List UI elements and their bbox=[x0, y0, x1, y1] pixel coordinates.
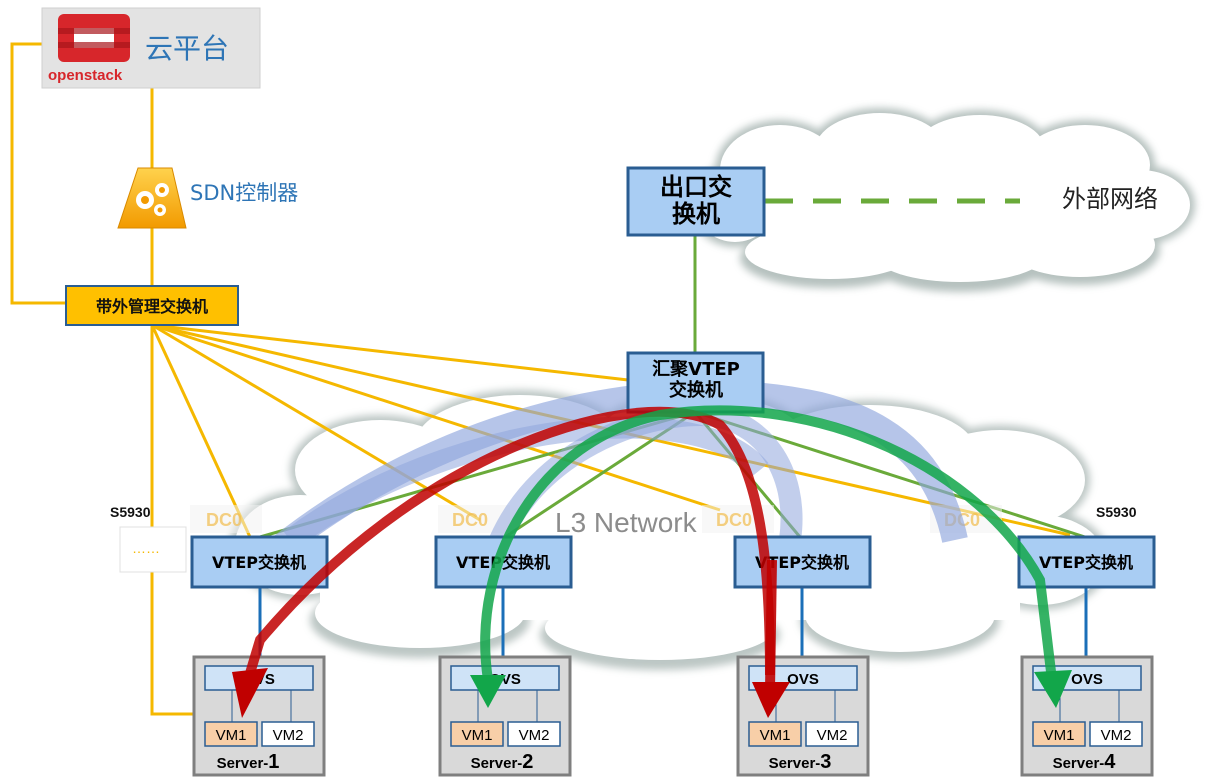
server-name: Server-4 bbox=[1053, 751, 1117, 773]
aggregation-switch-label-line1: 汇聚VTEP bbox=[652, 359, 740, 380]
vm1-box bbox=[450, 721, 504, 747]
vm1-box bbox=[204, 721, 258, 747]
oob-management-switch: 带外管理交换机 bbox=[65, 285, 239, 326]
mgmt-link-oob-vtep1 bbox=[150, 324, 252, 538]
vtep-switch-label: VTEP交换机 bbox=[212, 553, 306, 572]
green-arrowhead-server2 bbox=[470, 675, 506, 708]
server-name: Server-1 bbox=[217, 751, 280, 773]
vm1-label: VM1 bbox=[216, 727, 247, 744]
red-arrowhead-server1 bbox=[232, 668, 268, 718]
ovs-label: OVS bbox=[1071, 671, 1103, 688]
server-name: Server-3 bbox=[769, 751, 832, 773]
mgmt-link-oob-dc3 bbox=[151, 323, 721, 512]
vm2-box bbox=[805, 721, 859, 747]
vm2-label: VM2 bbox=[1101, 727, 1132, 744]
vm2-label: VM2 bbox=[273, 727, 304, 744]
ovs-bar bbox=[450, 665, 560, 691]
vm2-label: VM2 bbox=[519, 727, 550, 744]
vm1-label: VM1 bbox=[760, 727, 791, 744]
cloud-platform: openstack 云平台 bbox=[41, 7, 261, 89]
mgmt-link-oob-agg bbox=[151, 323, 629, 382]
vtep-switch-label: VTEP交换机 bbox=[1039, 553, 1133, 572]
gear-icon bbox=[117, 167, 187, 229]
green-arrowhead-server4 bbox=[1034, 670, 1072, 708]
openstack-logo-icon bbox=[58, 14, 130, 62]
mgmt-link-oob-server1 bbox=[150, 324, 194, 716]
sdn-controller-label: SDN控制器 bbox=[190, 181, 298, 205]
external-network-label: 外部网络 bbox=[1062, 185, 1158, 213]
vm1-box bbox=[748, 721, 802, 747]
vm2-box bbox=[507, 721, 561, 747]
egress-switch-label-line1: 出口交 bbox=[660, 173, 732, 201]
red-arrow-path-2 bbox=[765, 559, 777, 691]
server-3: OVS VM1 VM2 Server-3 bbox=[736, 655, 870, 777]
aggregation-switch-label-line2: 交换机 bbox=[669, 379, 723, 401]
vm2-box bbox=[1089, 721, 1143, 747]
sdn-controller: SDN控制器 bbox=[117, 167, 298, 229]
vm2-box bbox=[261, 721, 315, 747]
vtep-switch-1: VTEP交换机 bbox=[190, 535, 329, 589]
openstack-brand-text: openstack bbox=[48, 67, 123, 84]
red-arrowhead-server3 bbox=[752, 682, 790, 718]
vtep-switch-3: VTEP交换机 bbox=[733, 535, 872, 589]
vm1-label: VM1 bbox=[1044, 727, 1075, 744]
traffic-arrows bbox=[243, 405, 1057, 691]
server-2: OVS VM1 VM2 Server-2 bbox=[438, 655, 572, 777]
green-arrow-path bbox=[480, 405, 1057, 681]
dc-labels: DC0 DC0 DC0 DC0 bbox=[190, 505, 1002, 533]
model-label-left: S5930 bbox=[110, 504, 151, 520]
aggregation-vtep-switch: 汇聚VTEP 交换机 bbox=[626, 351, 765, 414]
egress-switch-label-line2: 换机 bbox=[672, 200, 720, 228]
dc-label-3: DC0 bbox=[716, 510, 752, 530]
dc-label-2: DC0 bbox=[452, 510, 488, 530]
vm2-label: VM2 bbox=[817, 727, 848, 744]
dc-label-1: DC0 bbox=[206, 510, 242, 530]
oob-switch-label: 带外管理交换机 bbox=[96, 297, 208, 316]
server-name: Server-2 bbox=[471, 751, 534, 773]
mgmt-link-cloud-oob bbox=[10, 42, 66, 305]
ovs-label: OVS bbox=[787, 671, 819, 688]
vm1-label: VM1 bbox=[462, 727, 493, 744]
ellipsis-text: …… bbox=[132, 540, 160, 556]
arrow-heads bbox=[232, 668, 1072, 718]
cloud-platform-label: 云平台 bbox=[145, 32, 229, 65]
egress-switch: 出口交 换机 bbox=[626, 166, 766, 237]
l3-network-label: L3 Network bbox=[555, 507, 698, 538]
more-switches-placeholder: …… bbox=[119, 526, 187, 573]
model-label-right: S5930 bbox=[1096, 504, 1137, 520]
mgmt-link-oob-dc2 bbox=[151, 323, 481, 522]
vm1-box bbox=[1032, 721, 1086, 747]
vtep-switch-label: VTEP交换机 bbox=[755, 553, 849, 572]
